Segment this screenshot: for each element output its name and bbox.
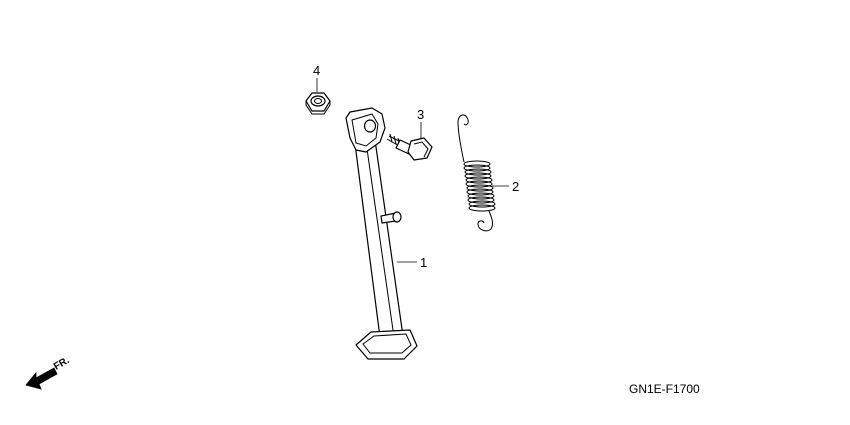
spring-coils (463, 160, 496, 212)
bolt-part (386, 133, 433, 161)
callout-2-label: 2 (512, 179, 519, 194)
spring-part (457, 114, 496, 232)
front-label: FR. (52, 355, 72, 373)
callout-3-label: 3 (417, 107, 424, 122)
front-direction-indicator: FR. (25, 355, 72, 390)
callout-1-label: 1 (420, 255, 427, 270)
nut-part (305, 92, 331, 115)
front-arrow-icon (25, 367, 58, 390)
callout-4-label: 4 (313, 63, 320, 78)
diagram-code: GN1E-F1700 (629, 382, 700, 396)
side-stand-part (345, 107, 418, 360)
